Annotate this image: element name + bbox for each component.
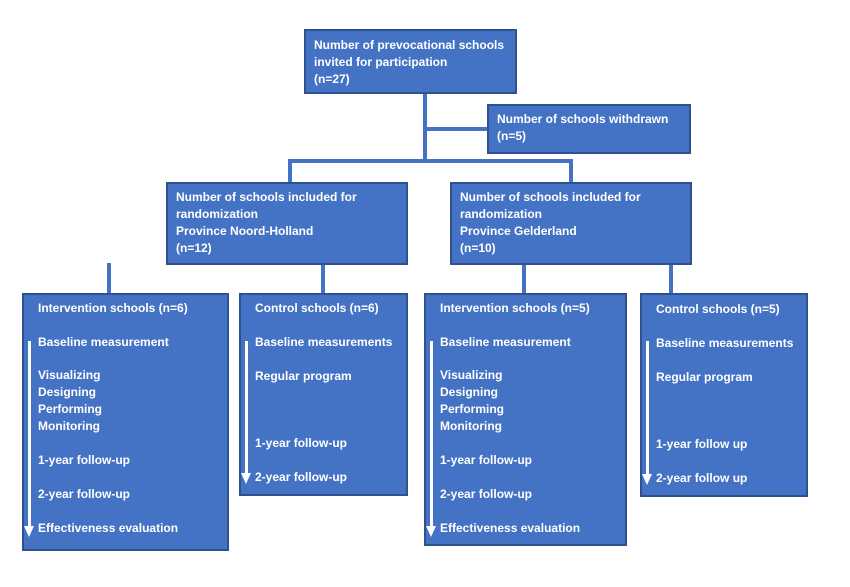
connector-horizontal-split	[288, 159, 573, 163]
int2-followup-1: 1-year follow-up	[440, 453, 533, 467]
ctrl2-regular-program: Regular program	[656, 370, 753, 384]
int1-followup-1: 1-year follow-up	[38, 453, 131, 467]
int2-followup-2: 2-year follow-up	[440, 487, 533, 501]
ctrl2-timeline-arrow	[646, 341, 649, 476]
intervention-schools-nh-box: Intervention schools (n=6) Baseline meas…	[22, 293, 229, 551]
withdrawn-schools-box: Number of schools withdrawn (n=5)	[487, 104, 691, 154]
ctrl1-title: Control schools (n=6)	[255, 301, 379, 315]
connector-right-drop	[569, 159, 573, 184]
withdrawn-line-1: Number of schools withdrawn	[497, 112, 669, 126]
ctrl1-arrow-head-icon	[241, 473, 251, 484]
int1-designing: Designing	[38, 385, 97, 399]
connector-int2-drop	[522, 263, 526, 295]
int2-performing: Performing	[440, 402, 505, 416]
int2-timeline-arrow	[430, 341, 433, 528]
nh-line-2: randomization	[176, 207, 259, 221]
ctrl2-followup-1: 1-year follow up	[656, 437, 748, 451]
int1-title: Intervention schools (n=6)	[38, 301, 188, 315]
invited-schools-box: Number of prevocational schools invited …	[304, 29, 517, 94]
ctrl1-followup-1: 1-year follow-up	[255, 436, 348, 450]
int1-followup-2: 2-year follow-up	[38, 487, 131, 501]
int2-title: Intervention schools (n=5)	[440, 301, 590, 315]
connector-left-drop	[288, 159, 292, 184]
randomization-gelderland-box: Number of schools included for randomiza…	[450, 182, 692, 265]
int1-monitoring: Monitoring	[38, 419, 100, 433]
ctrl2-followup-2: 2-year follow up	[656, 471, 748, 485]
int2-visualizing: Visualizing	[440, 368, 503, 382]
int1-arrow-head-icon	[24, 526, 34, 537]
int1-baseline: Baseline measurement	[38, 335, 169, 349]
invited-line-1: Number of prevocational schools	[314, 38, 505, 52]
ctrl2-arrow-head-icon	[642, 474, 652, 485]
ctrl2-title: Control schools (n=5)	[656, 302, 780, 316]
int2-designing: Designing	[440, 385, 499, 399]
gl-line-1: Number of schools included for	[460, 190, 641, 204]
connector-ctrl1-drop	[321, 263, 325, 295]
connector-int1-drop	[107, 263, 111, 295]
invited-line-2: invited for participation	[314, 55, 448, 69]
gl-province: Province Gelderland	[460, 224, 577, 238]
ctrl1-baseline: Baseline measurements	[255, 335, 393, 349]
int2-evaluation: Effectiveness evaluation	[440, 521, 581, 535]
ctrl1-followup-2: 2-year follow-up	[255, 470, 348, 484]
ctrl1-regular-program: Regular program	[255, 369, 352, 383]
int2-monitoring: Monitoring	[440, 419, 502, 433]
int1-evaluation: Effectiveness evaluation	[38, 521, 179, 535]
nh-line-1: Number of schools included for	[176, 190, 357, 204]
int1-timeline-arrow	[28, 341, 31, 528]
int1-visualizing: Visualizing	[38, 368, 101, 382]
invited-count: (n=27)	[314, 72, 350, 86]
gl-line-2: randomization	[460, 207, 543, 221]
connector-withdrawn	[425, 127, 488, 131]
gl-count: (n=10)	[460, 241, 496, 255]
ctrl1-timeline-arrow	[245, 341, 248, 475]
int1-performing: Performing	[38, 402, 103, 416]
randomization-noord-holland-box: Number of schools included for randomiza…	[166, 182, 408, 265]
int2-baseline: Baseline measurement	[440, 335, 571, 349]
nh-count: (n=12)	[176, 241, 212, 255]
int2-arrow-head-icon	[426, 526, 436, 537]
nh-province: Province Noord-Holland	[176, 224, 314, 238]
ctrl2-baseline: Baseline measurements	[656, 336, 794, 350]
control-schools-gl-box: Control schools (n=5) Baseline measureme…	[640, 293, 808, 497]
intervention-schools-gl-box: Intervention schools (n=5) Baseline meas…	[424, 293, 627, 546]
withdrawn-count: (n=5)	[497, 129, 527, 143]
connector-ctrl2-drop	[669, 263, 673, 295]
control-schools-nh-box: Control schools (n=6) Baseline measureme…	[239, 293, 408, 496]
